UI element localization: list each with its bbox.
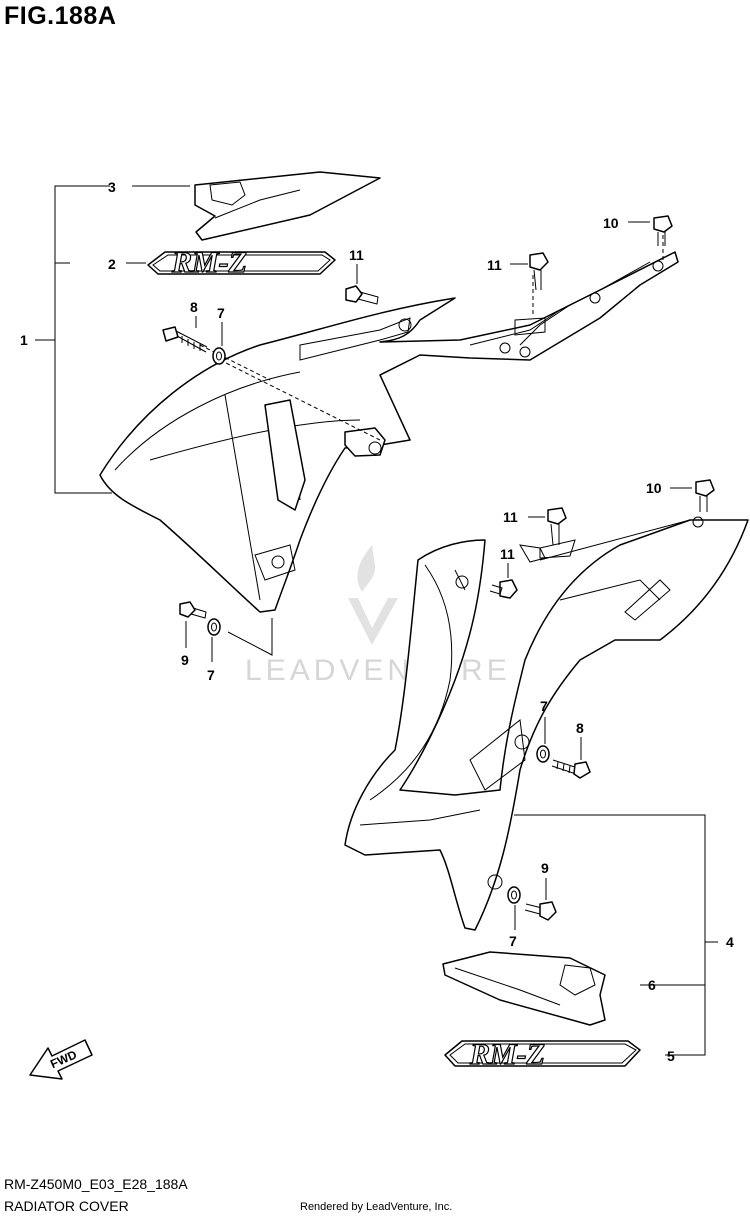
bolt-11-right-upper[interactable]: [547, 507, 567, 546]
callouts: 1 2 3 8 7 11 11 10 9 7 10 11 11 7 8 9 7 …: [20, 179, 734, 1064]
callout-11-left-upper: 11: [349, 247, 364, 263]
callout-5: 5: [667, 1048, 675, 1064]
part-3-shroud-insert[interactable]: [194, 171, 381, 241]
callout-3: 3: [108, 179, 116, 195]
watermark: LEADVENTURE: [245, 545, 511, 687]
part-5-right-decal[interactable]: RM-Z: [444, 1037, 641, 1072]
bolt-10-right[interactable]: [695, 479, 715, 512]
bolt-8-left[interactable]: [162, 326, 208, 353]
washer-7-left-lower[interactable]: [207, 618, 221, 636]
part-4-right-radiator-cover[interactable]: [344, 516, 749, 931]
callout-8-right: 8: [576, 720, 584, 736]
callout-7-right-lower: 7: [509, 933, 517, 949]
bracket-part-1: [35, 185, 112, 494]
callout-8-left: 8: [190, 299, 198, 315]
right-decal-logo: RM-Z: [469, 1038, 545, 1071]
fwd-arrow: FWD: [29, 1039, 93, 1080]
bolt-9-left-lower[interactable]: [179, 601, 207, 619]
part-2-decal[interactable]: RM-Z: [147, 245, 336, 280]
callout-1: 1: [20, 332, 28, 348]
part-1-left-radiator-cover[interactable]: [99, 251, 679, 613]
bolt-9-right[interactable]: [524, 901, 557, 921]
callout-11-left-rear: 11: [487, 257, 502, 273]
callout-11-right-lower: 11: [500, 546, 515, 562]
bolt-10-left-rear[interactable]: [653, 215, 673, 246]
callout-9-right: 9: [541, 860, 549, 876]
figure-code: RM-Z450M0_E03_E28_188A: [4, 1176, 188, 1192]
callout-2: 2: [108, 256, 116, 272]
callout-10-right: 10: [646, 480, 662, 496]
left-decal-logo: RM-Z: [171, 246, 247, 279]
washer-7-right-upper[interactable]: [536, 745, 550, 763]
figure-title: FIG.188A: [4, 2, 117, 30]
callout-11-right-upper: 11: [503, 509, 518, 525]
callout-7-right-upper: 7: [540, 698, 548, 714]
washer-7-left-upper[interactable]: [212, 347, 226, 365]
washer-7-right-lower[interactable]: [507, 886, 521, 904]
bolt-11-right-lower[interactable]: [489, 579, 518, 599]
bolt-11-left-upper[interactable]: [345, 285, 379, 305]
part-6-right-shroud-insert[interactable]: [442, 951, 606, 1026]
callout-7-left-upper: 7: [217, 305, 225, 321]
callout-4: 4: [726, 934, 734, 950]
rendered-by-credit: Rendered by LeadVenture, Inc.: [300, 1201, 453, 1213]
figure-name: RADIATOR COVER: [4, 1198, 129, 1214]
bolt-8-right[interactable]: [551, 759, 591, 779]
callout-6: 6: [648, 977, 656, 993]
bolt-11-left-rear[interactable]: [529, 252, 549, 291]
callout-7-left-lower: 7: [207, 667, 215, 683]
callout-9-left: 9: [181, 652, 189, 668]
watermark-text: LEADVENTURE: [245, 654, 511, 687]
callout-10-left-rear: 10: [603, 215, 619, 231]
